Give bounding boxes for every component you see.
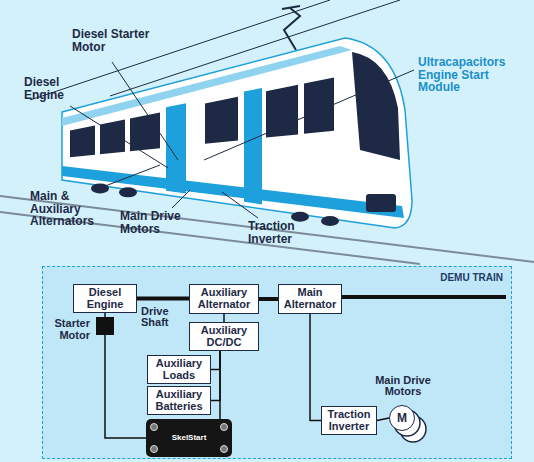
train-body (62, 38, 412, 228)
train-wheel (91, 183, 109, 193)
windshield (352, 52, 400, 160)
process-box: Auxiliary Loads (147, 355, 211, 384)
terminal (221, 424, 228, 431)
callout-label: Ultracapacitors Engine Start Module (418, 56, 528, 94)
system-panel: DEMU TRAINDiesel EngineStarter MotorAuxi… (42, 266, 512, 459)
node-label: DEMU TRAIN (440, 273, 503, 284)
body-stripe (62, 166, 404, 218)
node-label: Diesel Engine (77, 287, 133, 310)
process-box: Diesel Engine (73, 284, 137, 313)
callout-label: Diesel Starter Motor (72, 28, 164, 53)
process-box: Main Alternator (278, 284, 342, 314)
process-box: Auxiliary DC/DC (189, 322, 259, 351)
connector-wire (105, 335, 146, 438)
starter-motor: Starter Motor (96, 317, 114, 335)
node-label: Auxiliary Alternator (193, 287, 255, 310)
leader-line (204, 70, 414, 160)
terminal (151, 424, 158, 431)
leader-line (112, 62, 178, 160)
node-label: M (397, 412, 407, 425)
motor-circle: MMain Drive Motors (389, 405, 415, 431)
connector-wire (219, 351, 221, 419)
callout-label: Main & Auxiliary Alternators (30, 190, 112, 228)
callout-label: Diesel Engine (24, 76, 76, 101)
leader-line (70, 106, 168, 168)
leader-line (100, 165, 160, 188)
node-label: Auxiliary DC/DC (193, 325, 255, 348)
leader-line (172, 190, 190, 208)
edge-label: Drive Shaft (141, 306, 187, 329)
train-door (166, 103, 186, 193)
front-light (366, 194, 396, 212)
connector-wire (310, 314, 321, 421)
connector-wire (223, 314, 225, 322)
connector-wire (377, 418, 389, 421)
node-caption: Starter Motor (44, 318, 90, 341)
process-box: Auxiliary Batteries (147, 386, 211, 415)
node-label: Auxiliary Batteries (151, 389, 207, 412)
callout-label: Traction Inverter (248, 220, 314, 245)
drive-shaft (341, 295, 506, 299)
train-window (100, 119, 125, 154)
terminal (221, 446, 228, 453)
drive-shaft (259, 297, 278, 301)
terminal (151, 446, 158, 453)
train-window (130, 112, 160, 151)
node-label: Auxiliary Loads (151, 358, 207, 381)
ultracap-module: SkelStart (146, 419, 232, 457)
node-caption: Main Drive Motors (366, 375, 440, 398)
node-label: Traction Inverter (325, 409, 373, 432)
train-wheel (119, 187, 137, 197)
node-label: SkelStart (172, 434, 207, 442)
panel-ground (42, 266, 512, 459)
connector-wire (211, 351, 220, 400)
train-window (70, 125, 95, 157)
train-wheel (321, 216, 339, 226)
leader-line (222, 192, 258, 218)
pantograph (282, 6, 300, 9)
node-label: Main Alternator (282, 287, 338, 310)
train-door (244, 88, 262, 204)
pantograph (284, 8, 300, 50)
train-window (205, 97, 238, 144)
process-box: Auxiliary Alternator (189, 284, 259, 314)
process-box: Traction Inverter (321, 406, 377, 435)
train-window (266, 85, 298, 138)
callout-label: Main Drive Motors (120, 210, 198, 235)
connector-wire (211, 351, 220, 369)
drive-shaft (137, 297, 189, 301)
